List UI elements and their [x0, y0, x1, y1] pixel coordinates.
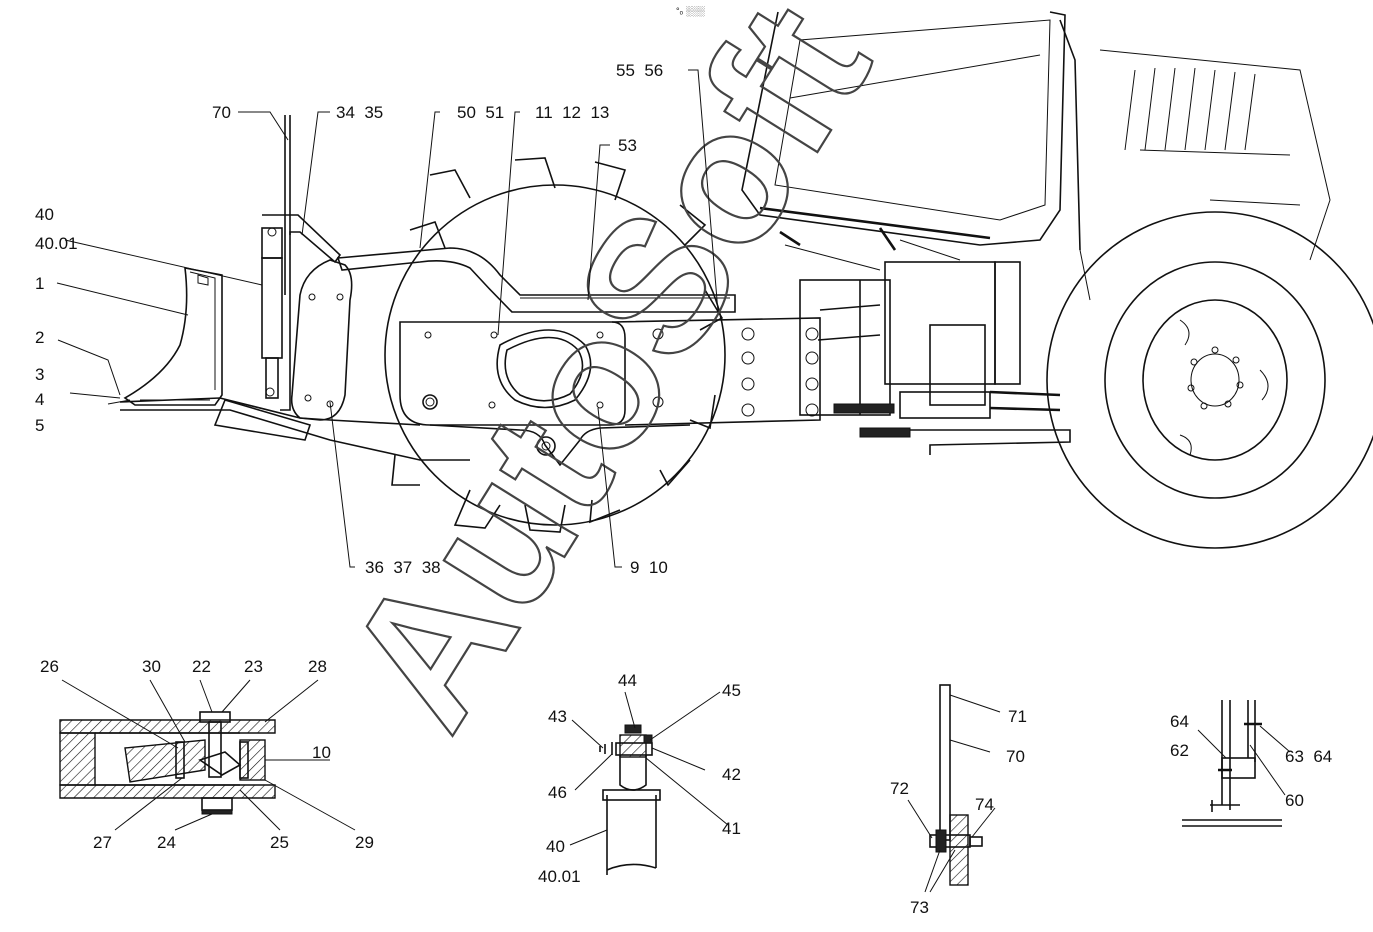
detail-c-rod: 71 70 72 74 73 [890, 684, 1027, 917]
arm-bolts [652, 327, 819, 417]
label-40: 40 [35, 205, 54, 224]
label-a-27: 27 [93, 833, 112, 852]
label-a-22: 22 [192, 657, 211, 676]
boom-frame [119, 397, 470, 461]
main-part-labels: 70 34 35 50 51 11 12 13 55 56 53 40 40.0… [35, 61, 668, 577]
label-a-25: 25 [270, 833, 289, 852]
label-b-43: 43 [548, 707, 567, 726]
label-d-64: 64 [1170, 712, 1189, 731]
main-assembly-drawing: AutoSoft 70 34 35 50 51 11 12 13 55 56 5… [35, 0, 1373, 763]
label-b-45: 45 [722, 681, 741, 700]
label-d-62: 62 [1170, 741, 1189, 760]
label-b-42: 42 [722, 765, 741, 784]
label-4: 4 [35, 390, 44, 409]
label-a-10: 10 [312, 743, 331, 762]
label-b-44: 44 [618, 671, 637, 690]
label-1: 1 [35, 274, 44, 293]
guard-cover [290, 247, 736, 421]
label-c-71: 71 [1008, 707, 1027, 726]
label-c-72: 72 [890, 779, 909, 798]
label-c-73: 73 [910, 898, 929, 917]
label-50-51: 50 51 [457, 103, 504, 122]
label-b-46: 46 [548, 783, 567, 802]
label-40-01: 40.01 [35, 234, 78, 253]
label-b-41: 41 [722, 819, 741, 838]
plough-blade [123, 267, 223, 406]
label-c-70: 70 [1006, 747, 1025, 766]
hitch-mechanism [779, 227, 1071, 455]
label-11-12-13: 11 12 13 [535, 103, 609, 122]
label-d-60: 60 [1285, 791, 1304, 810]
label-b-40: 40 [546, 837, 565, 856]
label-a-24: 24 [157, 833, 176, 852]
trencher-arm [399, 317, 821, 467]
label-a-29: 29 [355, 833, 374, 852]
label-2: 2 [35, 328, 44, 347]
label-9-10: 9 10 [630, 558, 668, 577]
label-3: 3 [35, 365, 44, 384]
detail-b-cylinder-mount: 44 45 43 42 46 41 40 40.01 [538, 671, 741, 886]
leader-lines [56, 69, 719, 568]
label-36-37-38: 36 37 38 [365, 558, 441, 577]
label-5: 5 [35, 416, 44, 435]
label-55-56: 55 56 [616, 61, 663, 80]
label-c-74: 74 [975, 795, 994, 814]
detail-a-bolt-section: 26 30 22 23 28 10 27 24 25 29 [40, 657, 374, 852]
trencher-wheel [384, 157, 726, 533]
tractor-cab [741, 11, 1331, 301]
label-d-63-64: 63 64 [1285, 747, 1332, 766]
tractor-wheel [1046, 211, 1373, 549]
label-53: 53 [618, 136, 637, 155]
label-a-23: 23 [244, 657, 263, 676]
label-34-35: 34 35 [336, 103, 383, 122]
label-a-30: 30 [142, 657, 161, 676]
label-b-40-01: 40.01 [538, 867, 581, 886]
label-70: 70 [212, 103, 231, 122]
label-a-26: 26 [40, 657, 59, 676]
top-mark: °ₒ ░░░ [676, 6, 705, 17]
hydraulic-cylinder [261, 115, 342, 411]
detail-d-bracket: 64 62 63 64 60 [1170, 700, 1332, 827]
label-a-28: 28 [308, 657, 327, 676]
